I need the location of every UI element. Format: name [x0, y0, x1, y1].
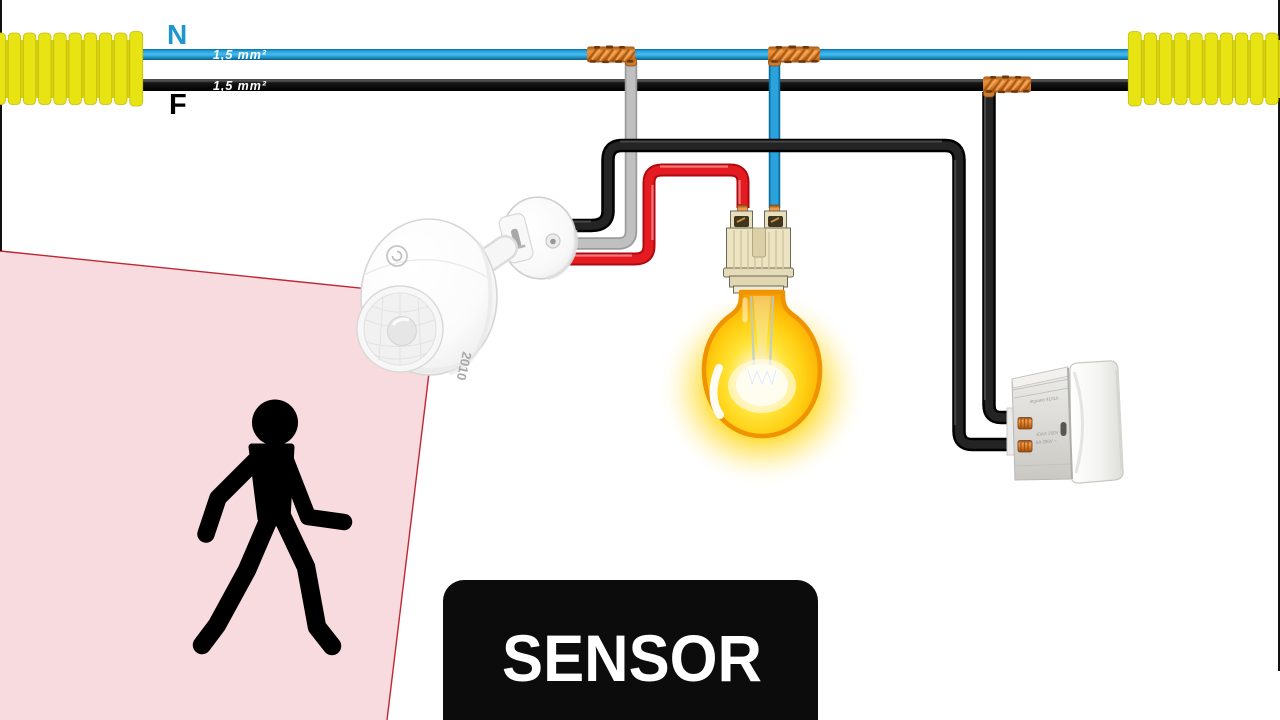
svg-text:F: F: [169, 89, 187, 121]
svg-text:1,5 mm²: 1,5 mm²: [213, 48, 267, 62]
svg-text:2010: 2010: [454, 350, 475, 382]
svg-text:legrand 41010: legrand 41010: [1030, 395, 1060, 404]
svg-text:6A 250V ~: 6A 250V ~: [1036, 438, 1058, 445]
svg-text:1,5 mm²: 1,5 mm²: [213, 79, 267, 93]
svg-text:10AX 250V: 10AX 250V: [1036, 430, 1059, 437]
svg-text:SENSOR: SENSOR: [502, 621, 762, 695]
svg-text:N: N: [167, 19, 187, 50]
